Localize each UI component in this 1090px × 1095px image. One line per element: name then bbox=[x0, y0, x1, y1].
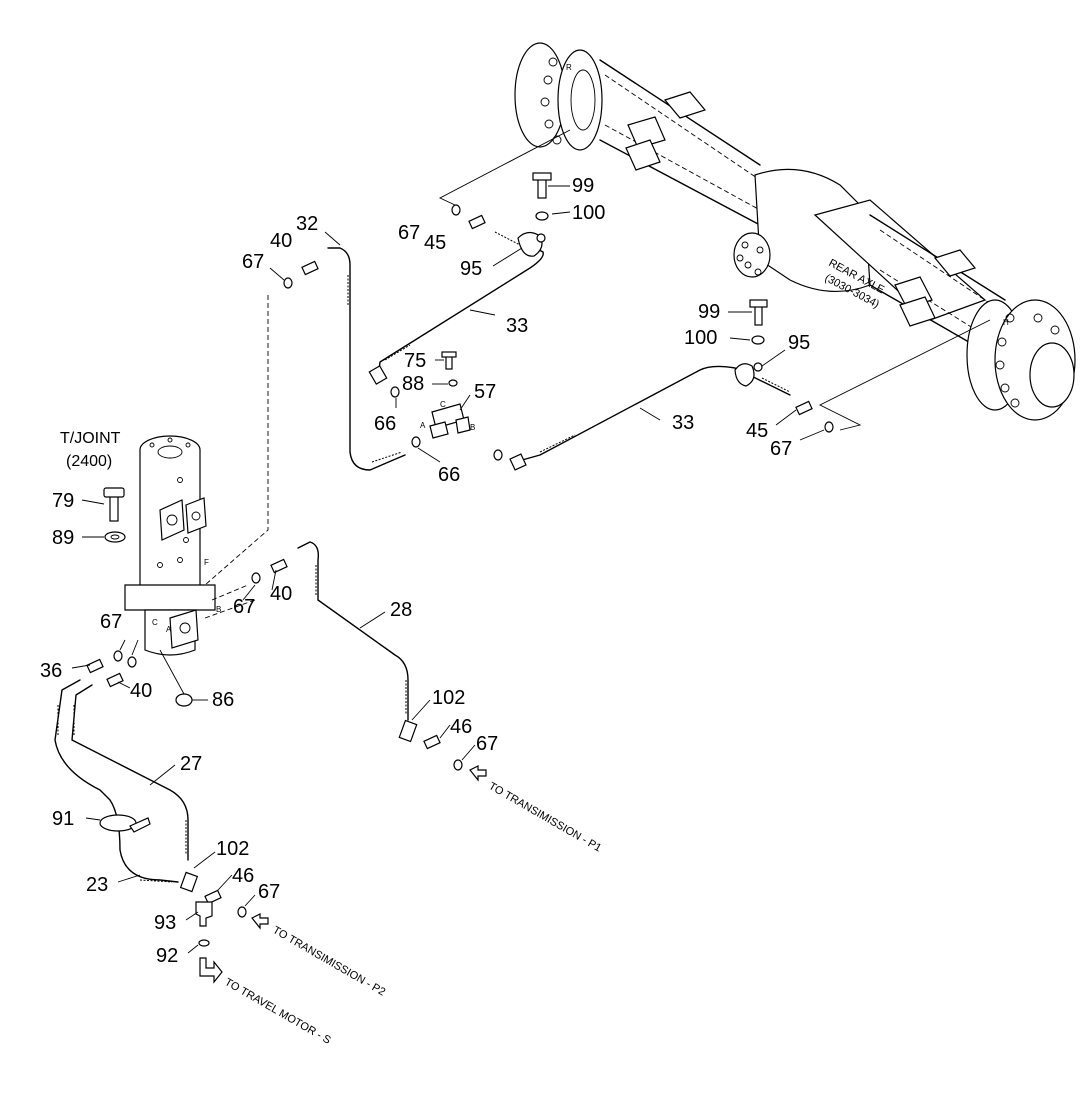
tj-port-f: F bbox=[204, 558, 209, 567]
callout-102-a: 102 bbox=[432, 687, 465, 709]
callout-102-b: 102 bbox=[216, 838, 249, 860]
tjoint-label: T/JOINT bbox=[60, 430, 121, 447]
callout-86: 86 bbox=[212, 689, 234, 711]
turning-joint: F B C A bbox=[124, 435, 221, 656]
callout-57: 57 bbox=[474, 381, 496, 403]
callout-66-a: 66 bbox=[374, 413, 396, 435]
tj-port-b: B bbox=[216, 605, 221, 614]
callout-45-top: 45 bbox=[424, 232, 446, 254]
callout-95-top: 95 bbox=[460, 258, 482, 280]
callout-91: 91 bbox=[52, 808, 74, 830]
callout-67-top: 67 bbox=[398, 222, 420, 244]
callout-28: 28 bbox=[390, 599, 412, 621]
port-c: C bbox=[440, 400, 446, 409]
callout-100-top: 100 bbox=[572, 202, 605, 224]
port-b: B bbox=[470, 423, 475, 432]
callout-88: 88 bbox=[402, 373, 424, 395]
tjoint-number: (2400) bbox=[66, 453, 112, 470]
svg-text:R: R bbox=[566, 63, 572, 72]
port-a: A bbox=[420, 421, 426, 430]
callout-100-right: 100 bbox=[684, 327, 717, 349]
callout-89: 89 bbox=[52, 527, 74, 549]
callout-99-right: 99 bbox=[698, 301, 720, 323]
pipes-27-23 bbox=[54, 679, 269, 984]
tj-port-a: A bbox=[166, 625, 172, 634]
svg-text:H: H bbox=[1003, 318, 1009, 327]
callout-67-p2: 67 bbox=[258, 881, 280, 903]
part-number-labels: 99 100 67 45 95 32 40 67 33 75 88 57 66 … bbox=[40, 175, 810, 967]
callout-40-top: 40 bbox=[270, 230, 292, 252]
callout-46-b: 46 bbox=[232, 865, 254, 887]
callout-95-right: 95 bbox=[788, 332, 810, 354]
callout-99-top: 99 bbox=[572, 175, 594, 197]
upper-pipe-33a bbox=[327, 231, 546, 471]
rear-axle: R REAR AXLE (3030-3034) H bbox=[514, 42, 1076, 421]
callout-33-top: 33 bbox=[506, 315, 528, 337]
callout-45-right: 45 bbox=[746, 420, 768, 442]
callout-46-a: 46 bbox=[450, 716, 472, 738]
callout-67-left: 67 bbox=[242, 251, 264, 273]
to-transmission-p2: TO TRANSIMISSION - P2 bbox=[271, 924, 388, 998]
callout-67-p1: 67 bbox=[476, 733, 498, 755]
callout-leaders bbox=[71, 185, 825, 954]
callout-92: 92 bbox=[156, 945, 178, 967]
tee-fitting-57: A B C bbox=[420, 400, 475, 439]
callout-79: 79 bbox=[52, 490, 74, 512]
lower-right-pipe-33b bbox=[509, 362, 791, 471]
callout-33-right: 33 bbox=[672, 412, 694, 434]
callout-75: 75 bbox=[404, 350, 426, 372]
callout-40-mid: 40 bbox=[270, 583, 292, 605]
callout-93: 93 bbox=[154, 912, 176, 934]
callout-32: 32 bbox=[296, 213, 318, 235]
callout-67-right: 67 bbox=[770, 438, 792, 460]
tj-port-c: C bbox=[152, 618, 158, 627]
callout-67-mid: 67 bbox=[233, 596, 255, 618]
callout-40-low: 40 bbox=[130, 680, 152, 702]
pipe-28 bbox=[297, 541, 487, 782]
callout-36: 36 bbox=[40, 660, 62, 682]
to-transmission-p1: TO TRANSIMISSION - P1 bbox=[487, 780, 604, 854]
callout-23: 23 bbox=[86, 874, 108, 896]
top-small-parts bbox=[283, 172, 834, 461]
callout-67-low: 67 bbox=[100, 611, 122, 633]
callout-27: 27 bbox=[180, 753, 202, 775]
to-travel-motor-s: TO TRAVEL MOTOR - S bbox=[223, 976, 333, 1047]
callout-66-b: 66 bbox=[438, 464, 460, 486]
